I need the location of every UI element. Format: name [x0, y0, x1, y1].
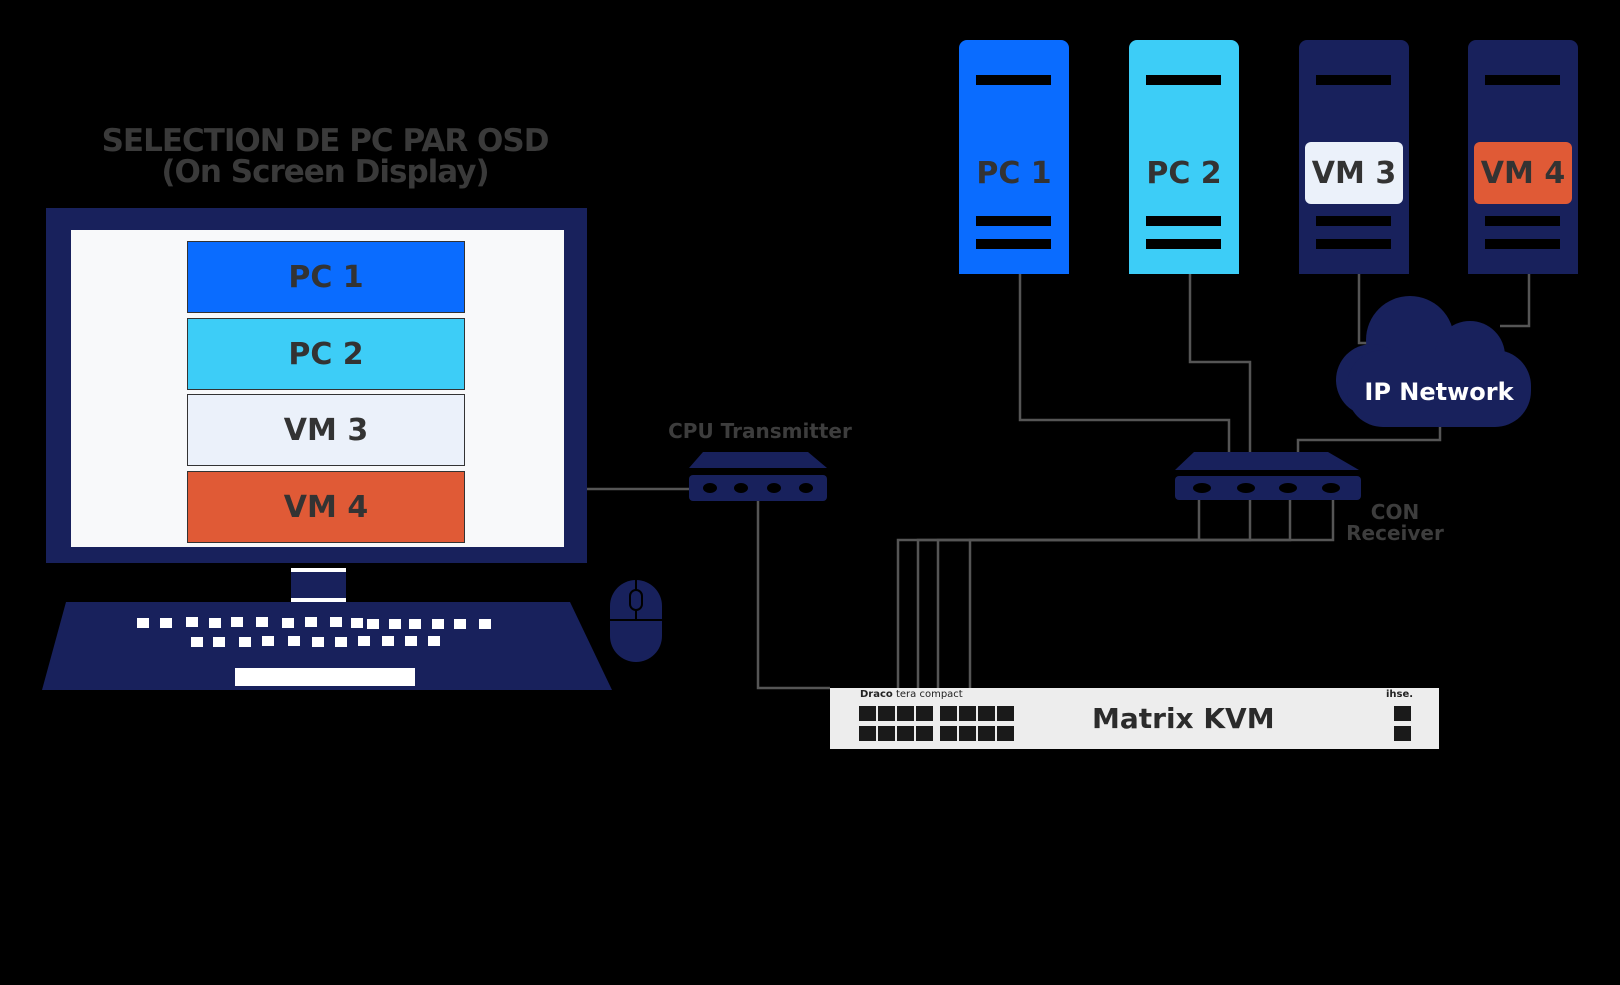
server-pc2-label: PC 2 — [1146, 155, 1222, 191]
wire-receiver-kvm-4 — [968, 500, 1335, 688]
osd-title: SELECTION DE PC PAR OSD (On Screen Displ… — [60, 126, 590, 188]
server-vm4-label: VM 4 — [1474, 142, 1572, 204]
wire-cloud-receiver — [1296, 425, 1442, 455]
server-pc1-label: PC 1 — [976, 155, 1052, 191]
cpu-transmitter-label: CPU Transmitter — [668, 419, 852, 443]
osd-item-vm4[interactable]: VM 4 — [187, 471, 465, 543]
server-vm3[interactable]: VM 3 — [1299, 40, 1409, 274]
keyboard-spacebar — [235, 668, 415, 686]
title-line-1: SELECTION DE PC PAR OSD — [101, 123, 550, 159]
kvm-rs232-ports — [1394, 706, 1411, 741]
wire-pc2-receiver — [1188, 272, 1252, 455]
osd-item-pc2[interactable]: PC 2 — [187, 318, 465, 390]
kvm-ports — [859, 706, 1014, 741]
kvm-brand: Draco tera compact — [860, 689, 963, 700]
con-receiver-label-line2: Receiver — [1346, 521, 1444, 545]
kvm-model-name: tera compact — [895, 689, 963, 700]
osd-item-pc1[interactable]: PC 1 — [187, 241, 465, 313]
kvm-brand-name: Draco — [860, 689, 893, 700]
kvm-vendor-logo: ihse. — [1386, 689, 1414, 700]
title-line-2: (On Screen Display) — [161, 154, 489, 190]
con-receiver-label-line1: CON — [1370, 500, 1420, 524]
server-vm4[interactable]: VM 4 — [1468, 40, 1578, 274]
wire-pc1-receiver — [1018, 272, 1231, 455]
server-vm3-label: VM 3 — [1305, 142, 1403, 204]
server-pc1[interactable]: PC 1 — [959, 40, 1069, 274]
matrix-kvm[interactable]: Draco tera compact Matrix KVM ihse. — [830, 688, 1439, 749]
ip-network-label: IP Network — [1364, 378, 1514, 406]
con-receiver-label: CON Receiver — [1345, 502, 1445, 544]
wire-transmitter-kvm — [756, 500, 830, 690]
monitor-stand — [291, 568, 346, 603]
server-pc2[interactable]: PC 2 — [1129, 40, 1239, 274]
osd-item-vm3[interactable]: VM 3 — [187, 394, 465, 466]
matrix-kvm-label: Matrix KVM — [1092, 702, 1275, 735]
wire-vm4-cloud — [1500, 272, 1531, 328]
